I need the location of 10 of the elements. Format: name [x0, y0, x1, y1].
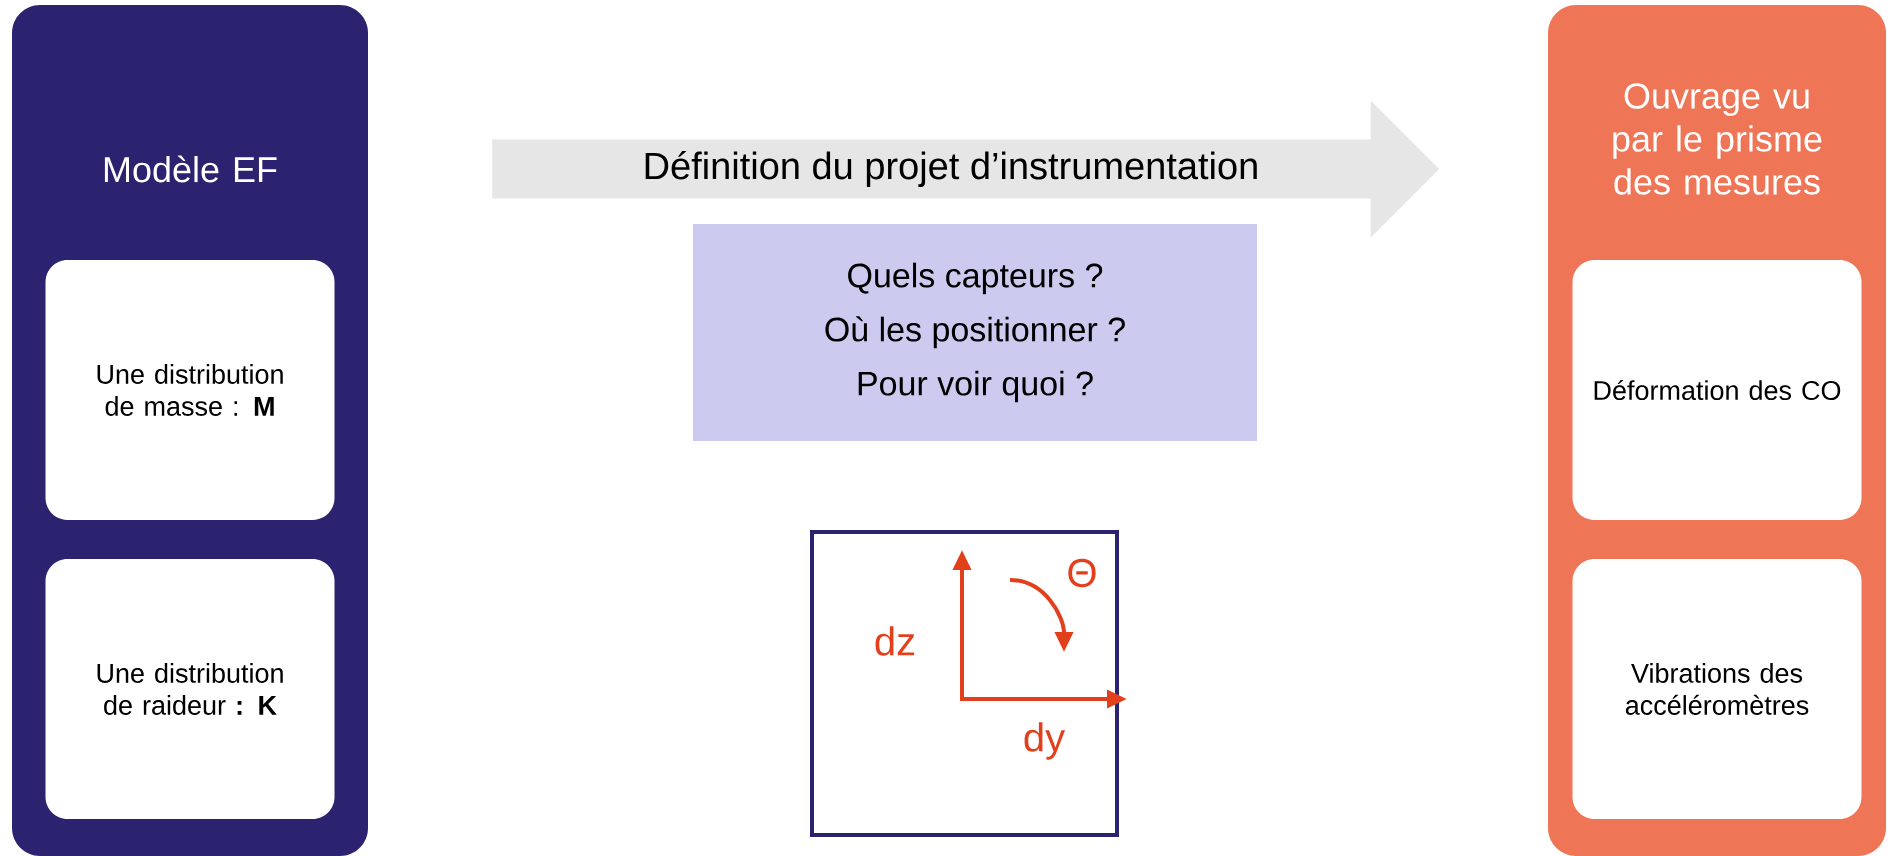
axis-label: dy [1024, 722, 1066, 760]
sensor-frame [810, 530, 1119, 837]
question-box: Quels capteurs ? Où les positionner ? Pour voir quoi ? [693, 224, 1257, 441]
arrow-band: Définition du projet d’instrumentation [492, 100, 1440, 238]
text-box: Une distribution de masse : M [45, 260, 335, 520]
text-box: Vibrations des accéléromètres [1572, 559, 1862, 819]
axis-label: dz [875, 626, 915, 656]
text-box: Une distribution de raideur : K [45, 559, 335, 819]
axis-label: Θ [1068, 558, 1096, 588]
text-box: Déformation des CO [1572, 260, 1862, 520]
